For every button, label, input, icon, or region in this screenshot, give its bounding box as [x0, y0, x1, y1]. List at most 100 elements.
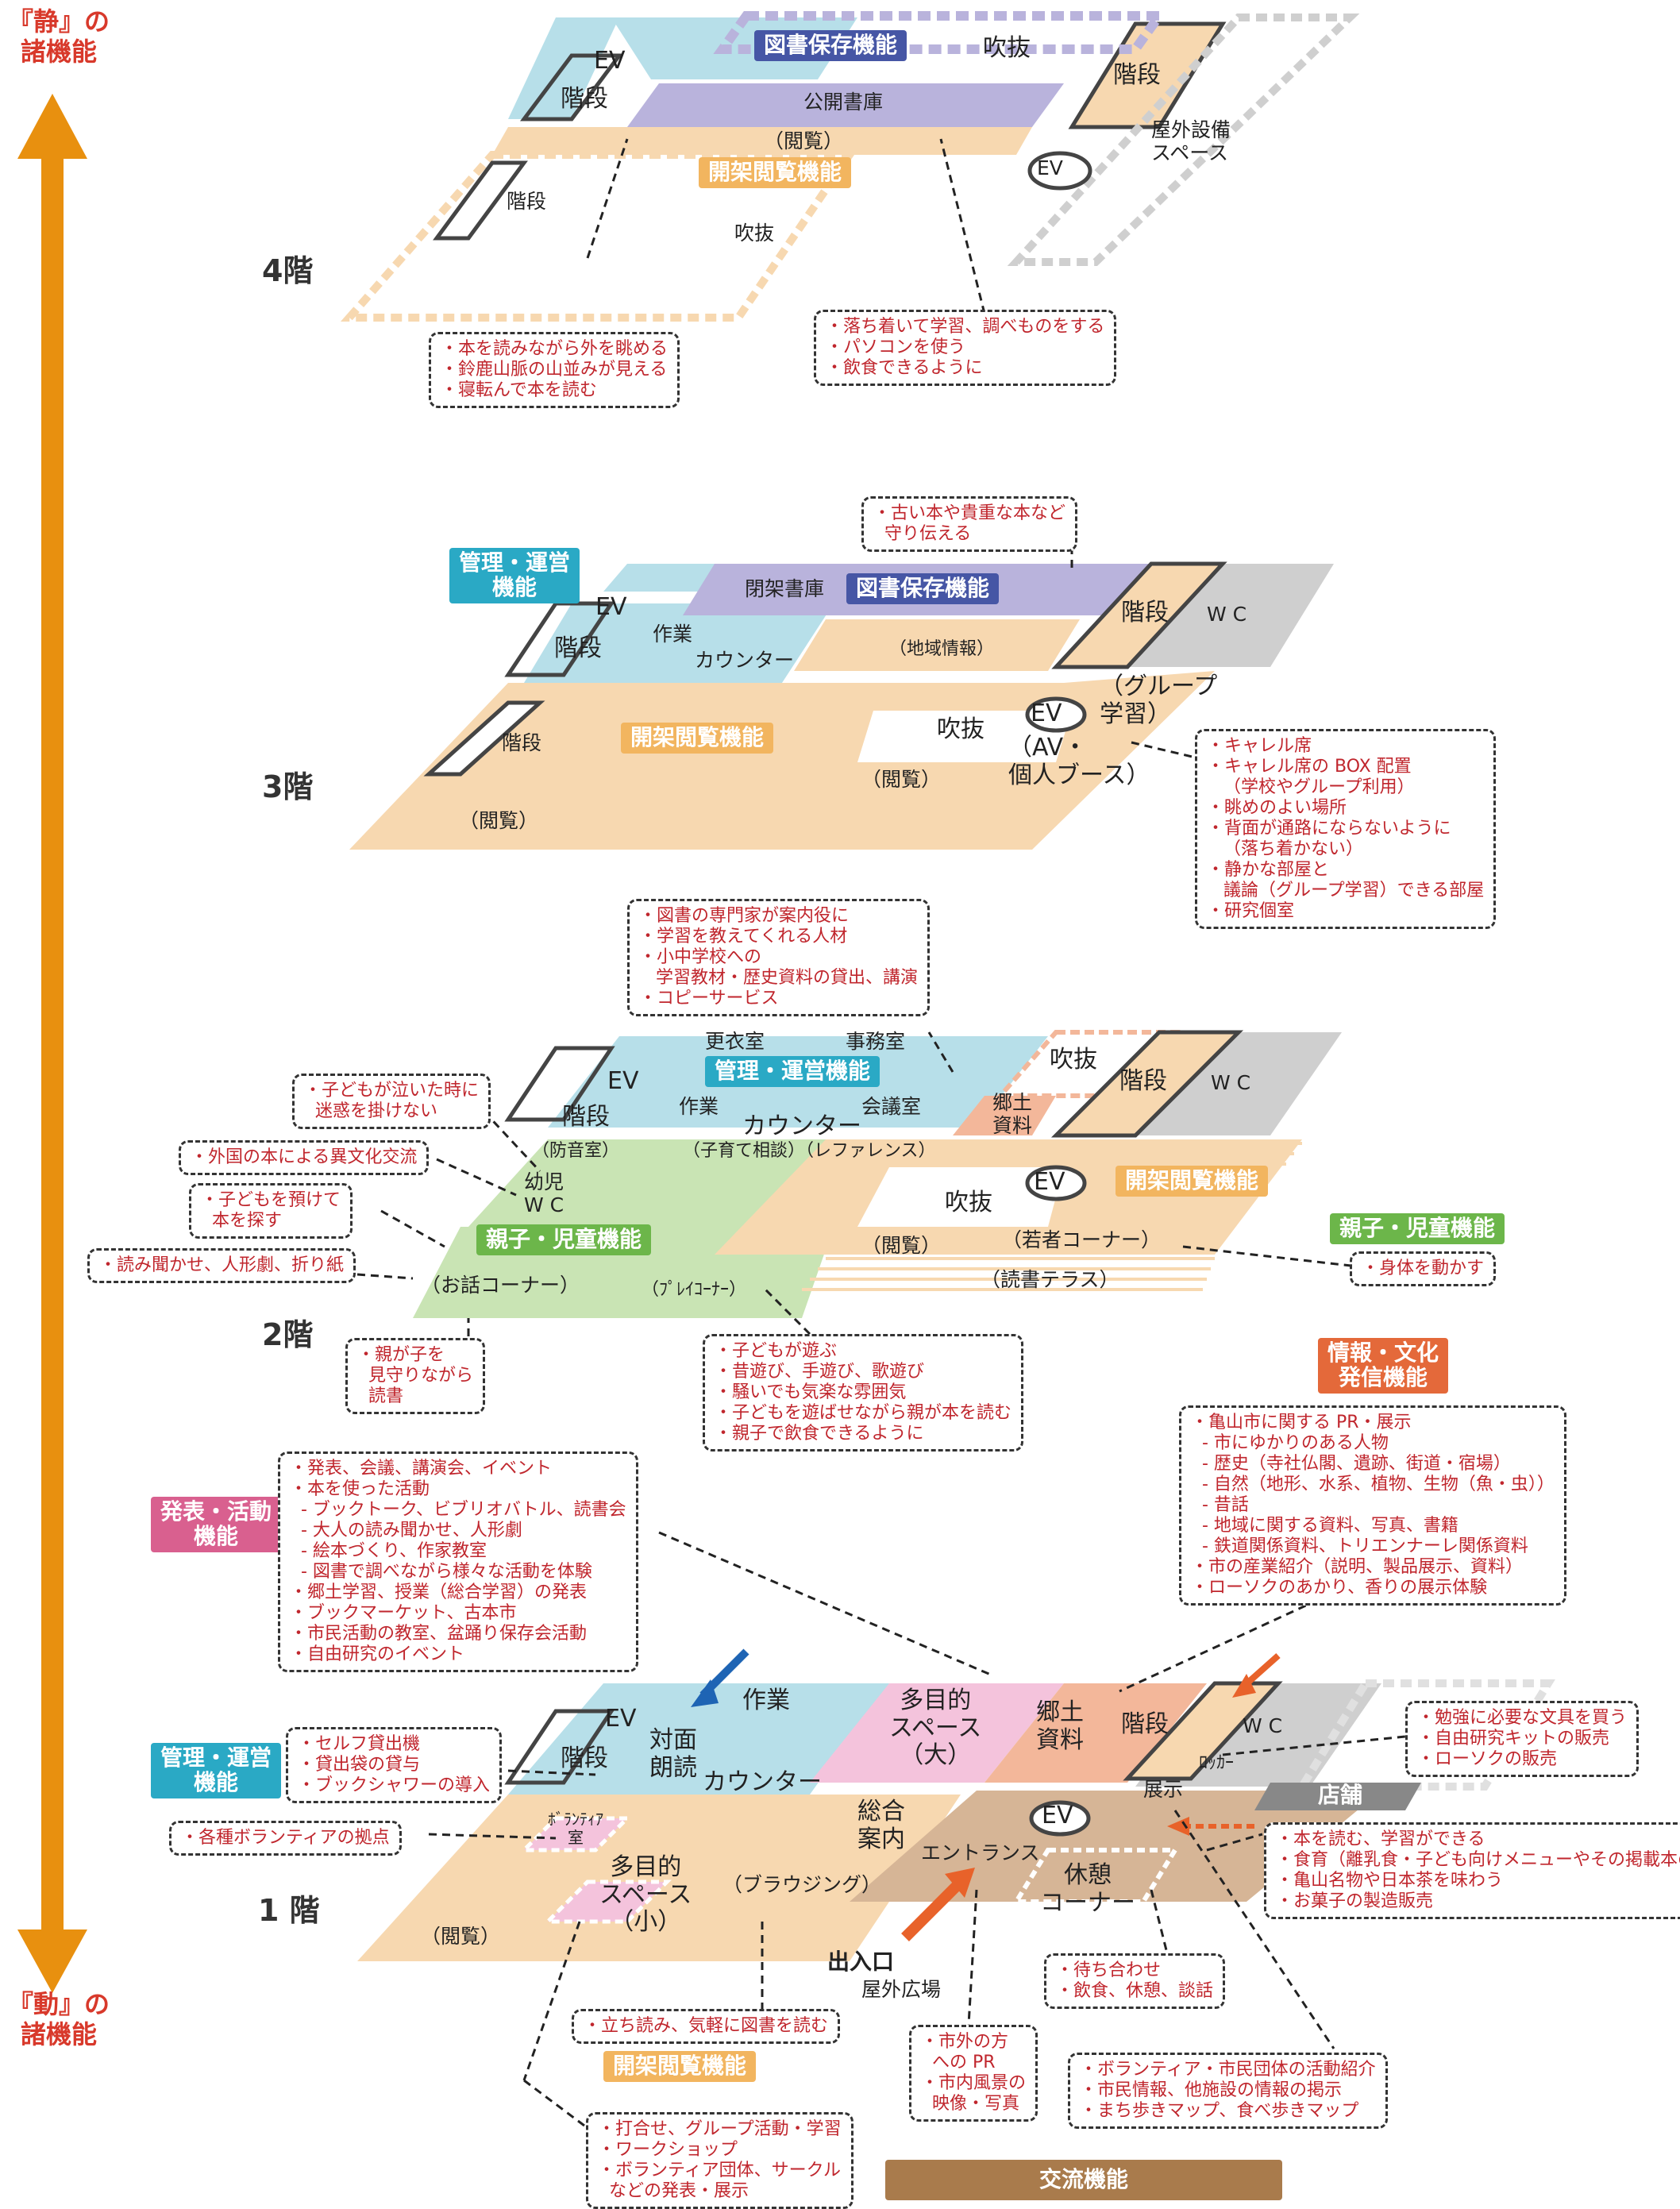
f1-note-pr: ・市外の方 への PR・市内風景の 映像・写真 [909, 2025, 1038, 2122]
f3-work: 作業 [653, 623, 693, 646]
f1-info-desk: 総合 案内 [857, 1798, 905, 1853]
f2-note-cry: ・子どもが泣いた時に 迷惑を掛けない [292, 1074, 491, 1129]
f1-shop-tag: 店舗 [1318, 1782, 1363, 1808]
f3-av: （AV・ 個人ブース） [1008, 734, 1150, 789]
f2-soundproof: （防音室） [532, 1141, 620, 1161]
f3-storage-tag: 図書保存機能 [846, 573, 1000, 604]
f2-ev2: EV [1034, 1168, 1065, 1196]
f2-childcare: （子育て相談）（レファレンス） [683, 1141, 936, 1161]
f1-note-volunteer: ・各種ボランティアの拠点 [169, 1821, 402, 1856]
f1-ev: EV [605, 1705, 637, 1733]
f1-exit: 出入口 [827, 1949, 895, 1975]
f4-stair: 階段 [561, 85, 608, 113]
f2-reading-terrace: （読書テラス） [981, 1268, 1119, 1291]
f3-fukinuke: 吹抜 [937, 715, 984, 743]
f4-reading: （閲覧） [764, 129, 844, 152]
f4-note-right: ・落ち着いて学習、調べものをする・パソコンを使う・飲食できるように [814, 310, 1117, 386]
f2-note-top: ・図書の専門家が案内役に・学習を教えてくれる人材・小中学校への 学習教材・歴史資… [627, 899, 930, 1016]
floor4-plan [340, 11, 1360, 322]
f1-note-meeting: ・打合せ、グループ活動・学習・ワークショップ・ボランティア団体、サークル などの… [586, 2112, 853, 2209]
f1-wc: W C [1243, 1714, 1283, 1737]
f2-note-body: ・身体を動かす [1350, 1251, 1497, 1286]
static-dynamic-axis [17, 94, 87, 1993]
f2-note-foreign: ・外国の本による異文化交流 [179, 1140, 430, 1175]
f1-reading: （閲覧） [421, 1925, 501, 1948]
f2-reading: （閲覧） [861, 1234, 942, 1257]
f2-kids-tag-right: 親子・児童機能 [1330, 1213, 1505, 1244]
f1-browsing: （ブラウジング） [722, 1873, 882, 1896]
f1-entrance: エントランス [921, 1841, 1040, 1864]
f3-stair-left: 階段 [502, 731, 542, 754]
f3-open-tag: 開架閲覧機能 [621, 723, 774, 754]
f4-public-stack: 公開書庫 [803, 91, 884, 114]
static-functions-label: 『静』の 諸機能 [8, 6, 110, 67]
f1-counter: カウンター [703, 1768, 822, 1796]
f4-fukinuke: 吹抜 [734, 222, 775, 245]
f2-note-parent: ・親が子を 見守りながら 読書 [345, 1338, 485, 1414]
f2-stair-right: 階段 [1119, 1067, 1167, 1095]
f2-youth-corner: （若者コーナー） [1002, 1228, 1162, 1251]
f2-fukinuke-top: 吹抜 [1050, 1046, 1097, 1074]
f2-office: 事務室 [846, 1030, 906, 1053]
f3-note-top: ・古い本や貴重な本など 守り伝える [861, 496, 1078, 552]
floor-1-label: 1 階 [258, 1893, 320, 1928]
f2-story-corner: （お話コーナー） [421, 1274, 580, 1297]
f4-storage-tag: 図書保存機能 [754, 30, 907, 61]
f1-stair-right: 階段 [1121, 1710, 1169, 1738]
floor3-plan [349, 536, 1334, 850]
f3-reading: （閲覧） [861, 768, 942, 791]
f1-multipurpose-small: 多目的 スペース （小） [599, 1853, 692, 1936]
f3-ev2: EV [1031, 700, 1062, 727]
f4-ev: EV [594, 47, 626, 75]
f1-exhibit: 展示 [1143, 1778, 1184, 1801]
f1-exchange-tag: 交流機能 [885, 2160, 1282, 2200]
f4-open-tag: 開架閲覧機能 [699, 157, 852, 188]
f1-multipurpose-large: 多目的 スペース （大） [889, 1687, 982, 1769]
f1-note-stand: ・立ち読み、気軽に図書を読む [572, 2009, 841, 2044]
f2-counter: カウンター [742, 1112, 861, 1140]
f4-stair-right: 階段 [1113, 61, 1161, 89]
f3-stair-right: 階段 [1121, 599, 1169, 626]
f2-kids-tag: 親子・児童機能 [476, 1224, 652, 1255]
f3-admin-tag: 管理・運営 機能 [449, 548, 580, 603]
f2-note-read: ・読み聞かせ、人形劇、折り紙 [87, 1248, 356, 1283]
f3-local-info: （地域情報） [889, 639, 995, 659]
f2-wc: W C [1211, 1071, 1251, 1094]
f3-counter: カウンター [695, 649, 795, 672]
f1-admin-tag: 管理・運営 機能 [151, 1743, 282, 1798]
f1-volunteer-room: ﾎﾞﾗﾝﾃｨｱ 室 [548, 1810, 603, 1847]
f3-closed-stack: 閉架書庫 [745, 577, 825, 600]
f3-reading2: （閲覧） [459, 809, 539, 832]
f2-work: 作業 [679, 1095, 719, 1118]
f3-stair: 階段 [554, 634, 602, 662]
f3-note-right: ・キャレル席・キャレル席の BOX 配置 （学校やグループ利用）・眺めのよい場所… [1195, 729, 1497, 929]
f1-open-tag: 開架閲覧機能 [603, 2051, 757, 2082]
f1-note-citizen: ・ボランティア・市民団体の活動紹介・市民情報、他施設の情報の掲示・まち歩きマップ… [1068, 2053, 1388, 2129]
f2-play-corner: （ﾌﾟﾚｲｺｰﾅｰ） [642, 1280, 747, 1300]
f1-locker: ﾛｯｶｰ [1199, 1753, 1235, 1773]
f1-facing-reading: 対面 朗読 [649, 1726, 697, 1782]
f2-infant-wc: 幼児 W C [524, 1170, 564, 1216]
f4-stair-left: 階段 [507, 190, 547, 213]
f2-ev: EV [607, 1067, 639, 1095]
f4-note-left: ・本を読みながら外を眺める・鈴鹿山脈の山並みが見える・寝転んで本を読む [429, 332, 680, 408]
f2-local-materials: 郷土 資料 [992, 1091, 1033, 1137]
f3-wc: W C [1207, 603, 1247, 626]
f2-open-tag: 開架閲覧機能 [1116, 1166, 1269, 1197]
f1-note-presentation: ・発表、会議、講演会、イベント・本を使った活動 - ブックトーク、ビブリオバトル… [278, 1451, 638, 1672]
f2-note-leave: ・子どもを預けて 本を探す [189, 1183, 353, 1239]
f1-info-tag: 情報・文化 発信機能 [1318, 1338, 1449, 1394]
f1-work: 作業 [742, 1687, 790, 1714]
f2-admin-tag: 管理・運営機能 [705, 1056, 880, 1087]
f2-note-play: ・子どもが遊ぶ・昔遊び、手遊び、歌遊び・騒いでも気楽な雰囲気・子どもを遊ばせなが… [703, 1334, 1024, 1451]
f1-local-materials: 郷土 資料 [1036, 1698, 1084, 1754]
f1-note-shop: ・本を読む、学習ができる・食育（離乳食・子ども向けメニューやその掲載本の紹介）・… [1264, 1822, 1680, 1919]
floor-4-label: 4階 [262, 253, 314, 288]
f4-ev2: EV [1037, 156, 1063, 179]
f1-presentation-tag: 発表・活動 機能 [151, 1497, 282, 1552]
f1-ev2: EV [1042, 1802, 1073, 1829]
f1-note-shop-top: ・勉強に必要な文具を買う・自由研究キットの販売・ローソクの販売 [1405, 1701, 1640, 1777]
floor1-plan [357, 1531, 1555, 2130]
f1-rest-corner: 休憩 コーナー [1040, 1861, 1135, 1917]
f3-ev: EV [595, 593, 627, 621]
